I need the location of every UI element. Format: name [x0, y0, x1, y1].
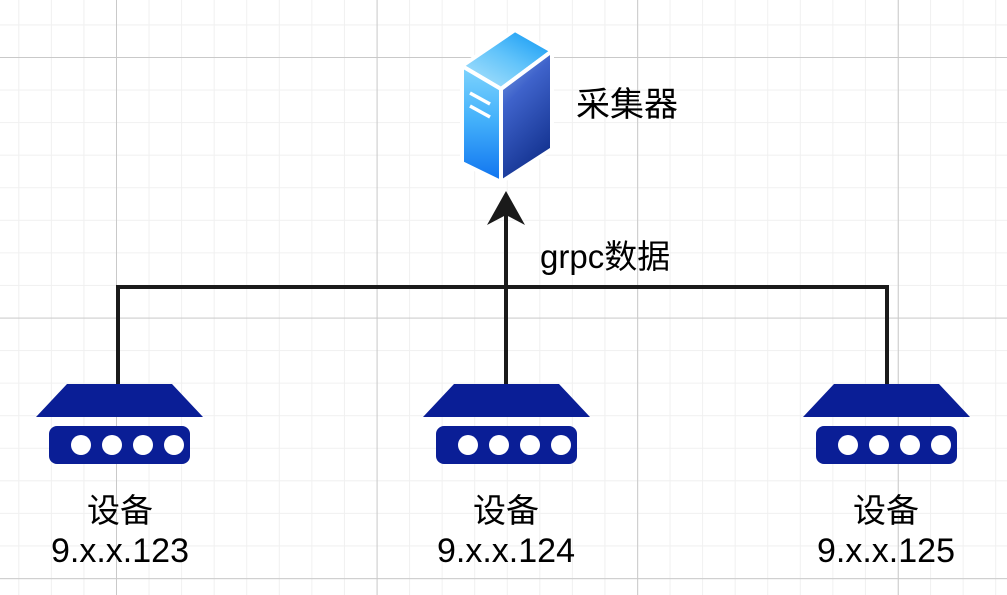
- drop-line-device-3: [885, 285, 889, 387]
- device-ip-2: 9.x.x.124: [437, 532, 575, 570]
- drop-line-device-2: [504, 285, 508, 387]
- switch-icon: [423, 384, 590, 464]
- riser-line-to-server: [504, 210, 508, 288]
- device-label-3: 设备 9.x.x.125: [766, 490, 1006, 572]
- device-label-2: 设备 9.x.x.124: [386, 490, 626, 572]
- device-name-3: 设备: [853, 492, 919, 529]
- server-label: 采集器: [576, 86, 678, 124]
- server-icon: [460, 28, 554, 184]
- device-icon-2[interactable]: [423, 384, 590, 464]
- arrow-head-icon: [487, 191, 525, 225]
- device-ip-1: 9.x.x.123: [51, 532, 189, 570]
- drop-line-device-1: [116, 285, 120, 387]
- edge-label-grpc: grpc数据: [540, 238, 671, 275]
- device-label-1: 设备 9.x.x.123: [0, 490, 240, 572]
- server-node[interactable]: [457, 25, 557, 187]
- switch-icon: [803, 384, 970, 464]
- bus-line-horizontal: [116, 285, 889, 289]
- device-ip-3: 9.x.x.125: [817, 532, 955, 570]
- switch-icon: [36, 384, 203, 464]
- device-icon-1[interactable]: [36, 384, 203, 464]
- device-icon-3[interactable]: [803, 384, 970, 464]
- device-name-2: 设备: [473, 492, 539, 529]
- device-name-1: 设备: [87, 492, 153, 529]
